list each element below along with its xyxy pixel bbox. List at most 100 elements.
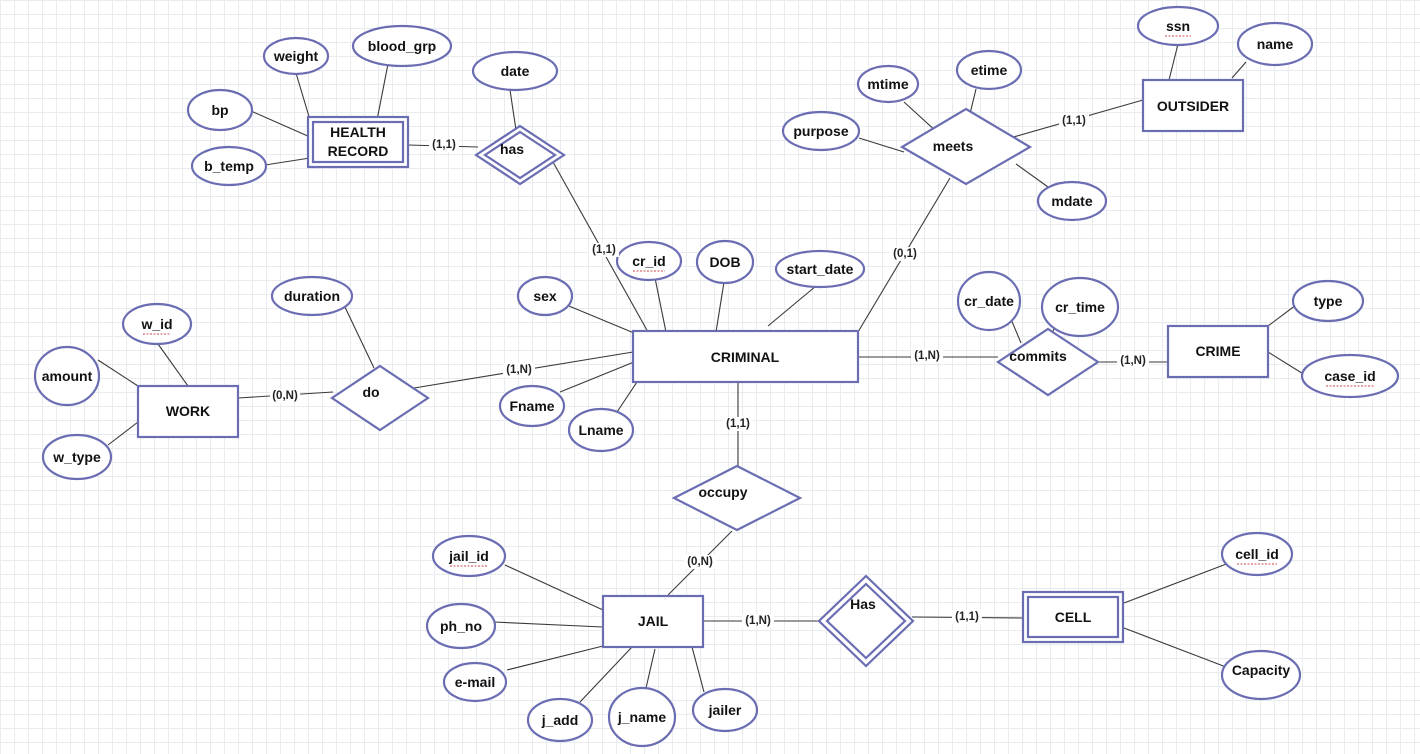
attr-bp-label: bp [211,102,228,118]
relationship-commits[interactable]: commits [996,327,1100,397]
attr-fname[interactable]: Fname [498,384,566,428]
card-do-criminal: (1,N) [503,363,535,377]
attr-jailer[interactable]: jailer [691,687,759,733]
attr-dob[interactable]: DOB [695,239,755,285]
attr-w-type-label: w_type [52,449,101,465]
attr-blood-grp-label: blood_grp [368,38,436,54]
svg-text:(1,1): (1,1) [726,418,750,430]
attr-ssn[interactable]: ssn [1136,5,1220,47]
attr-type-label: type [1314,293,1343,309]
attr-start-date[interactable]: start_date [774,249,866,289]
attr-dob-label: DOB [709,254,740,270]
attr-mtime-label: mtime [867,76,908,92]
health-record-label-line1: HEALTH [330,124,386,140]
edge-work-wtype [107,421,139,446]
attr-j-name[interactable]: j_name [607,686,677,748]
relationship-meets[interactable]: meets [899,107,1033,186]
has-label: has [500,141,524,157]
card-jail-has: (1,N) [742,614,774,628]
attr-fname-label: Fname [509,398,554,414]
edge-cell-capacity [1123,627,1227,668]
attr-etime[interactable]: etime [955,49,1023,91]
edge-cr-id [654,277,667,333]
attr-ph-no[interactable]: ph_no [425,602,497,650]
card-criminal-occupy: (1,1) [723,417,753,431]
attr-cell-id-label: cell_id [1235,546,1279,562]
entity-jail[interactable]: JAIL [601,594,705,649]
svg-text:(1,1): (1,1) [955,611,979,623]
attr-b-temp[interactable]: b_temp [190,145,268,187]
attr-case-id-label: case_id [1324,368,1375,384]
do-label: do [362,384,379,400]
edge-blood-grp [376,63,389,121]
attr-cr-id[interactable]: cr_id [615,240,683,282]
attr-date-label: date [501,63,530,79]
attr-cell-id[interactable]: cell_id [1220,531,1294,577]
entity-cell[interactable]: CELL [1021,590,1125,644]
attr-ssn-label: ssn [1166,18,1190,34]
svg-text:(1,1): (1,1) [592,244,616,256]
edge-sex [568,305,635,334]
attr-capacity[interactable]: Capacity [1220,649,1302,701]
attr-jail-id-label: jail_id [448,548,489,564]
svg-text:(1,N): (1,N) [745,615,771,627]
attr-purpose[interactable]: purpose [781,110,861,152]
relationship-jail-has[interactable]: Has [817,574,915,668]
entity-crime[interactable]: CRIME [1166,324,1270,379]
jail-has-label: Has [850,596,876,612]
criminal-label: CRIMINAL [711,349,780,365]
edge-b-temp [264,157,311,166]
attr-type[interactable]: type [1291,279,1365,323]
attr-amount[interactable]: amount [33,345,101,407]
attr-weight-label: weight [273,48,319,64]
edge-cell-cellid [1123,562,1230,604]
attr-case-id[interactable]: case_id [1300,353,1400,399]
health-record-label-line2: RECORD [328,143,389,159]
svg-text:(0,N): (0,N) [272,390,298,402]
attr-blood-grp[interactable]: blood_grp [351,24,453,68]
attr-j-add[interactable]: j_add [526,697,594,743]
entity-criminal[interactable]: CRIMINAL [631,329,860,384]
card-occupy-jail: (0,N) [684,555,716,569]
relationship-occupy[interactable]: occupy [671,464,803,532]
edge-dob [715,281,725,333]
cardinalities: (1,1) (1,1) (0,1) (1,1) (0,N) (1,N) (1,N… [270,114,1149,628]
attr-name-label: name [1257,36,1294,52]
attr-jail-id[interactable]: jail_id [431,534,507,578]
crime-label: CRIME [1195,343,1240,359]
entity-health-record[interactable]: HEALTH RECORD [306,115,410,169]
attr-name[interactable]: name [1236,21,1314,67]
attr-lname[interactable]: Lname [567,407,635,453]
attr-e-mail[interactable]: e-mail [442,661,508,703]
attr-cr-date[interactable]: cr_date [956,270,1022,332]
attr-mtime[interactable]: mtime [856,64,920,104]
edge-lname [616,381,638,413]
attr-date[interactable]: date [471,50,559,92]
attr-bp[interactable]: bp [186,88,254,132]
edge-jail-jailer [691,646,705,693]
entity-outsider[interactable]: OUTSIDER [1141,78,1245,133]
edge-jail-email [506,645,604,671]
card-commits-crime: (1,N) [1117,354,1149,368]
card-work-do: (0,N) [270,389,300,403]
attr-jailer-label: jailer [708,702,742,718]
edge-meets-purpose [858,137,905,153]
attr-w-type[interactable]: w_type [41,433,113,481]
attr-duration[interactable]: duration [270,275,354,317]
attr-weight[interactable]: weight [262,36,330,76]
attr-j-name-label: j_name [617,709,666,725]
entity-work[interactable]: WORK [136,384,240,439]
attr-mdate[interactable]: mdate [1036,180,1108,222]
svg-text:(1,1): (1,1) [1062,115,1086,127]
attr-duration-label: duration [284,288,340,304]
attr-sex[interactable]: sex [516,275,574,317]
edge-outsider-ssn [1168,43,1179,81]
edge-bp [250,110,311,138]
attr-etime-label: etime [971,62,1008,78]
attr-w-id[interactable]: w_id [121,302,193,346]
relationship-do[interactable]: do [330,364,430,432]
attr-cr-time[interactable]: cr_time [1040,276,1120,338]
attr-cr-id-label: cr_id [632,253,665,269]
relationship-has[interactable]: has [474,124,566,186]
attr-start-date-label: start_date [787,261,854,277]
